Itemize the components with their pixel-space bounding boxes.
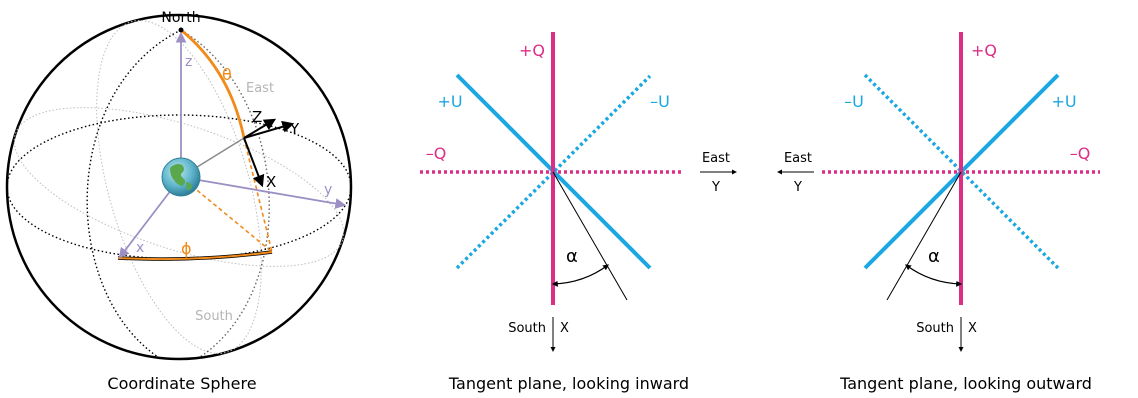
inward-caption: Tangent plane, looking inward xyxy=(448,374,689,393)
outward-plus-q-label: +Q xyxy=(971,41,997,60)
y-axis-line xyxy=(180,176,347,209)
inward-east-label: East xyxy=(702,151,730,166)
local-x-arrow xyxy=(243,137,265,188)
inward-pol-angle-line xyxy=(552,171,628,301)
outward-east-axis-label: Y xyxy=(793,180,802,195)
outward-south-axis-label: X xyxy=(968,321,977,336)
local-y-label: Y xyxy=(289,120,300,138)
north-pole-point xyxy=(178,27,184,33)
earth-globe-icon xyxy=(161,157,201,197)
inward-minus-u-label: –U xyxy=(650,92,670,111)
z-axis-label: z xyxy=(185,54,192,70)
inward-alpha-arc xyxy=(551,264,609,287)
coordinate-sphere-panel: North South East θ ϕ z y x Z Y X Coordin… xyxy=(5,10,353,393)
inward-minus-q-label: –Q xyxy=(426,144,447,163)
inward-plus-q-label: +Q xyxy=(519,41,545,60)
outward-alpha-label: α xyxy=(928,246,940,267)
inward-south-axis-label: X xyxy=(560,321,569,336)
inward-alpha-label: α xyxy=(566,246,578,267)
outward-caption: Tangent plane, looking outward xyxy=(839,374,1092,393)
local-x-label: X xyxy=(266,173,276,191)
outward-pol-angle-line xyxy=(886,171,962,301)
back-meridian xyxy=(96,20,262,354)
phi-projection-line xyxy=(180,176,273,253)
east-label: East xyxy=(246,81,274,96)
y-axis-label: y xyxy=(324,182,332,198)
equator-circle xyxy=(6,114,352,260)
outward-east-label: East xyxy=(784,151,812,166)
sphere-caption: Coordinate Sphere xyxy=(107,374,256,393)
meridian-projection-line xyxy=(243,137,273,253)
phi-label: ϕ xyxy=(181,239,192,258)
phi-arc xyxy=(117,251,273,261)
inward-east-axis-label: Y xyxy=(711,180,720,195)
meridian-circle-front xyxy=(86,29,182,358)
theta-arc xyxy=(180,28,246,139)
back-great-circle xyxy=(13,107,345,267)
local-z-label: Z xyxy=(252,108,262,126)
tangent-inward-panel: α +Q –Q +U –U East Y South X Tangent pla… xyxy=(420,32,737,393)
inward-south-label: South xyxy=(508,321,546,336)
outward-south-label: South xyxy=(916,321,954,336)
local-y-arrow xyxy=(243,120,295,139)
outward-minus-u-label: –U xyxy=(844,92,864,111)
outward-minus-q-label: –Q xyxy=(1070,144,1091,163)
theta-label: θ xyxy=(222,65,232,84)
tangent-outward-panel: α +Q –Q +U –U East Y South X Tangent pla… xyxy=(777,32,1100,393)
x-axis-label: x xyxy=(136,240,144,256)
south-label: South xyxy=(195,309,233,324)
outward-alpha-arc xyxy=(905,264,963,287)
north-label: North xyxy=(161,10,200,26)
local-z-arrow xyxy=(243,118,277,139)
outward-plus-u-label: +U xyxy=(1051,92,1076,111)
inward-plus-u-label: +U xyxy=(437,92,462,111)
